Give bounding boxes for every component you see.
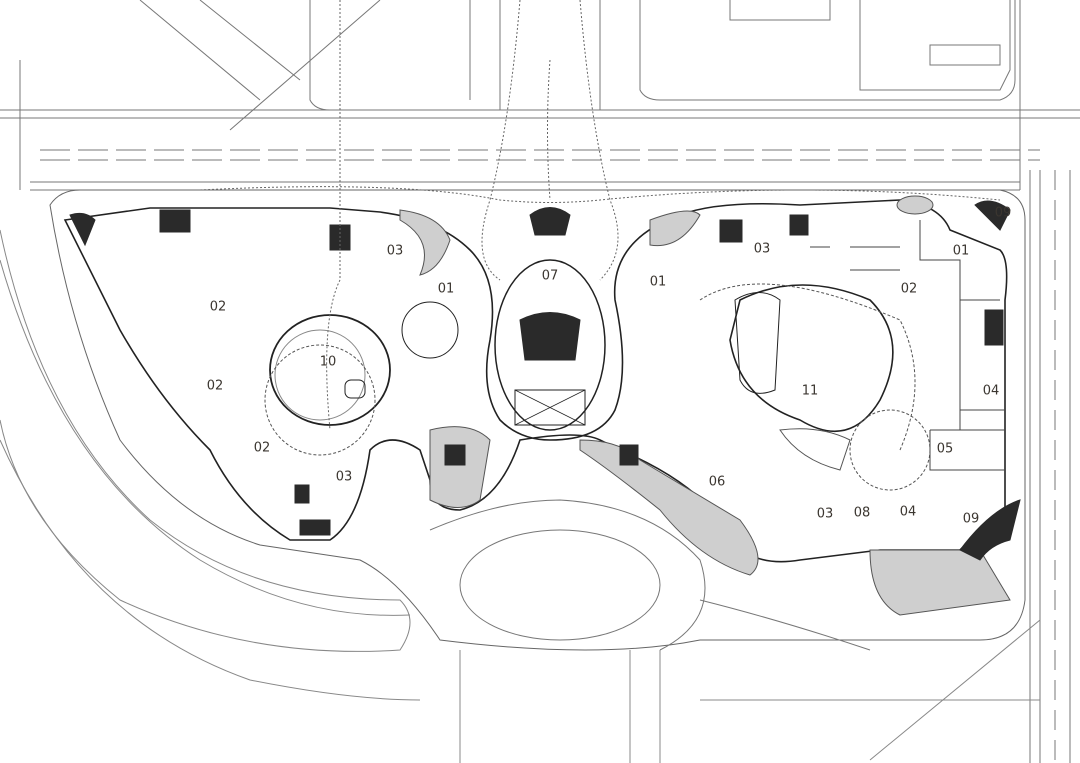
north-street — [0, 0, 1080, 191]
east-street — [1029, 170, 1071, 763]
zone-label: 02 — [253, 440, 271, 456]
zone-label: 07 — [541, 268, 559, 284]
zone-label: 03 — [335, 469, 353, 485]
zone-label: 03 — [386, 243, 404, 259]
atrium-07 — [494, 259, 606, 431]
south-plaza — [429, 499, 871, 651]
zone-label: 04 — [899, 504, 917, 520]
zone-label: 08 — [853, 505, 871, 521]
zone-label: 05 — [936, 441, 954, 457]
zone-label: 01 — [952, 243, 970, 259]
circulation-areas — [399, 195, 1011, 616]
east-wing-walls — [810, 220, 1005, 471]
zone-label: 04 — [982, 383, 1000, 399]
site-boundary — [49, 189, 1026, 651]
zone-label: 02 — [206, 378, 224, 394]
zone-label: 02 — [209, 299, 227, 315]
zone-label: 09 — [994, 205, 1012, 221]
zone-label: 03 — [753, 241, 771, 257]
zone-label: 03 — [816, 506, 834, 522]
zone-label: 01 — [649, 274, 667, 290]
zone-label: 01 — [437, 281, 455, 297]
zone-label: 02 — [900, 281, 918, 297]
southwest-road — [0, 229, 1041, 763]
zone-label: 06 — [708, 474, 726, 490]
zone-label: 09 — [962, 511, 980, 527]
atrium-10 — [264, 301, 459, 456]
zone-label: 10 — [319, 354, 337, 370]
vertical-circulation — [69, 200, 1021, 561]
zone-label: 11 — [801, 383, 819, 399]
route-lines — [199, 0, 1001, 431]
